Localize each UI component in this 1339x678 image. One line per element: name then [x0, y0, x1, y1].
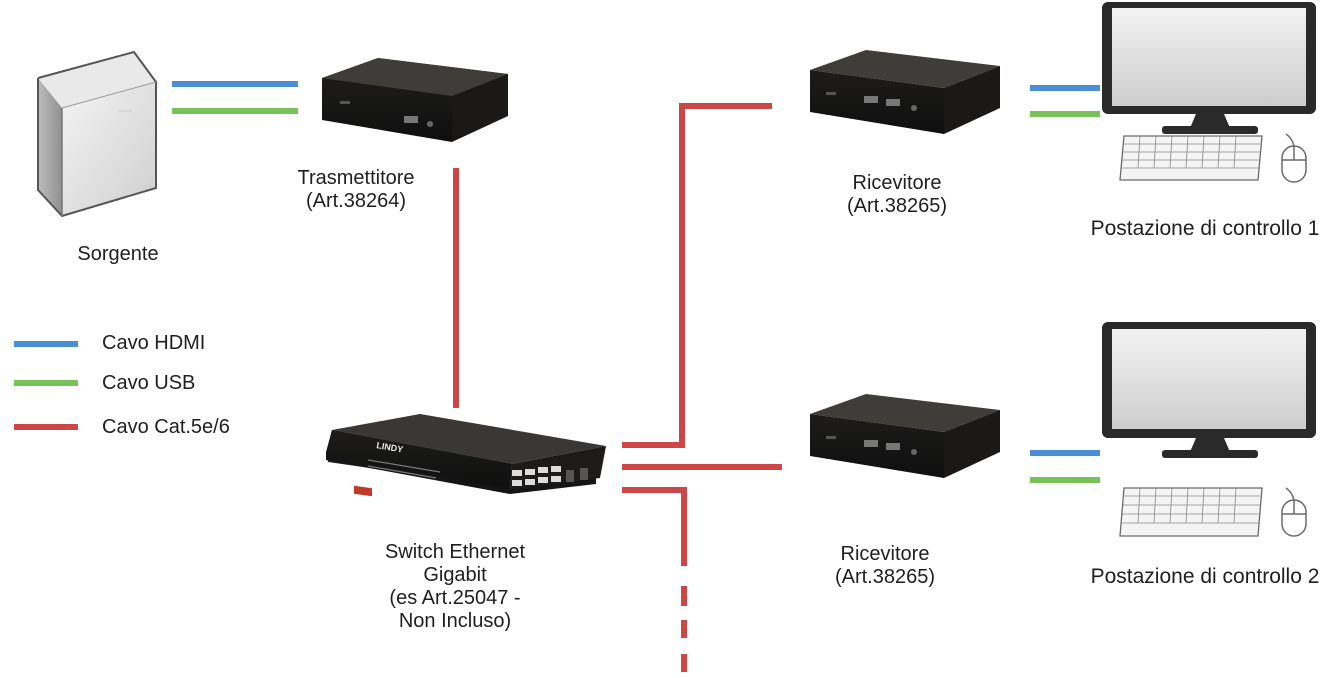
receiver1-article: (Art.38265) [846, 195, 948, 217]
workstation-icon [1102, 2, 1316, 183]
switch-name: Switch Ethernet [384, 541, 526, 563]
legend-cat-label: Cavo Cat.5e/6 [102, 416, 230, 438]
receiver2-article: (Art.38265) [834, 566, 936, 588]
switch-brand-label: LINDY [376, 440, 404, 455]
switch-article: (es Art.25047 - [389, 587, 521, 609]
receiver2-label: Ricevitore (Art.38265) [810, 543, 960, 589]
legend-usb-label: Cavo USB [102, 372, 196, 394]
receiver2-name: Ricevitore [840, 543, 930, 565]
station1-label: Postazione di controllo 1 [1090, 217, 1320, 240]
workstation-icon [1102, 322, 1316, 537]
switch-receiver1-cat-cable [622, 103, 772, 448]
switch-note: Non Incluso) [398, 610, 512, 632]
receiver-box-icon [810, 394, 1000, 478]
switch-speed: Gigabit [423, 564, 487, 586]
legend-hdmi-label: Cavo HDMI [102, 332, 206, 354]
station2-label: Postazione di controllo 2 [1090, 565, 1320, 588]
mouse-icon [1281, 133, 1307, 183]
receiver1-name: Ricevitore [852, 172, 942, 194]
source-label: Sorgente [77, 243, 159, 265]
receiver-box-icon [810, 50, 1000, 134]
transmitter-name: Trasmettitore [297, 167, 415, 189]
switch-expansion-cat-cable [622, 487, 687, 672]
server-tower-icon [37, 50, 157, 218]
network-switch-icon: LINDY [326, 414, 606, 497]
switch-label: Switch Ethernet Gigabit (es Art.25047 - … [370, 541, 540, 633]
receiver1-label: Ricevitore (Art.38265) [822, 172, 972, 218]
mouse-icon [1281, 487, 1307, 537]
transmitter-article: (Art.38264) [305, 190, 407, 212]
transmitter-label: Trasmettitore (Art.38264) [281, 167, 431, 213]
transmitter-box-icon [322, 58, 508, 142]
